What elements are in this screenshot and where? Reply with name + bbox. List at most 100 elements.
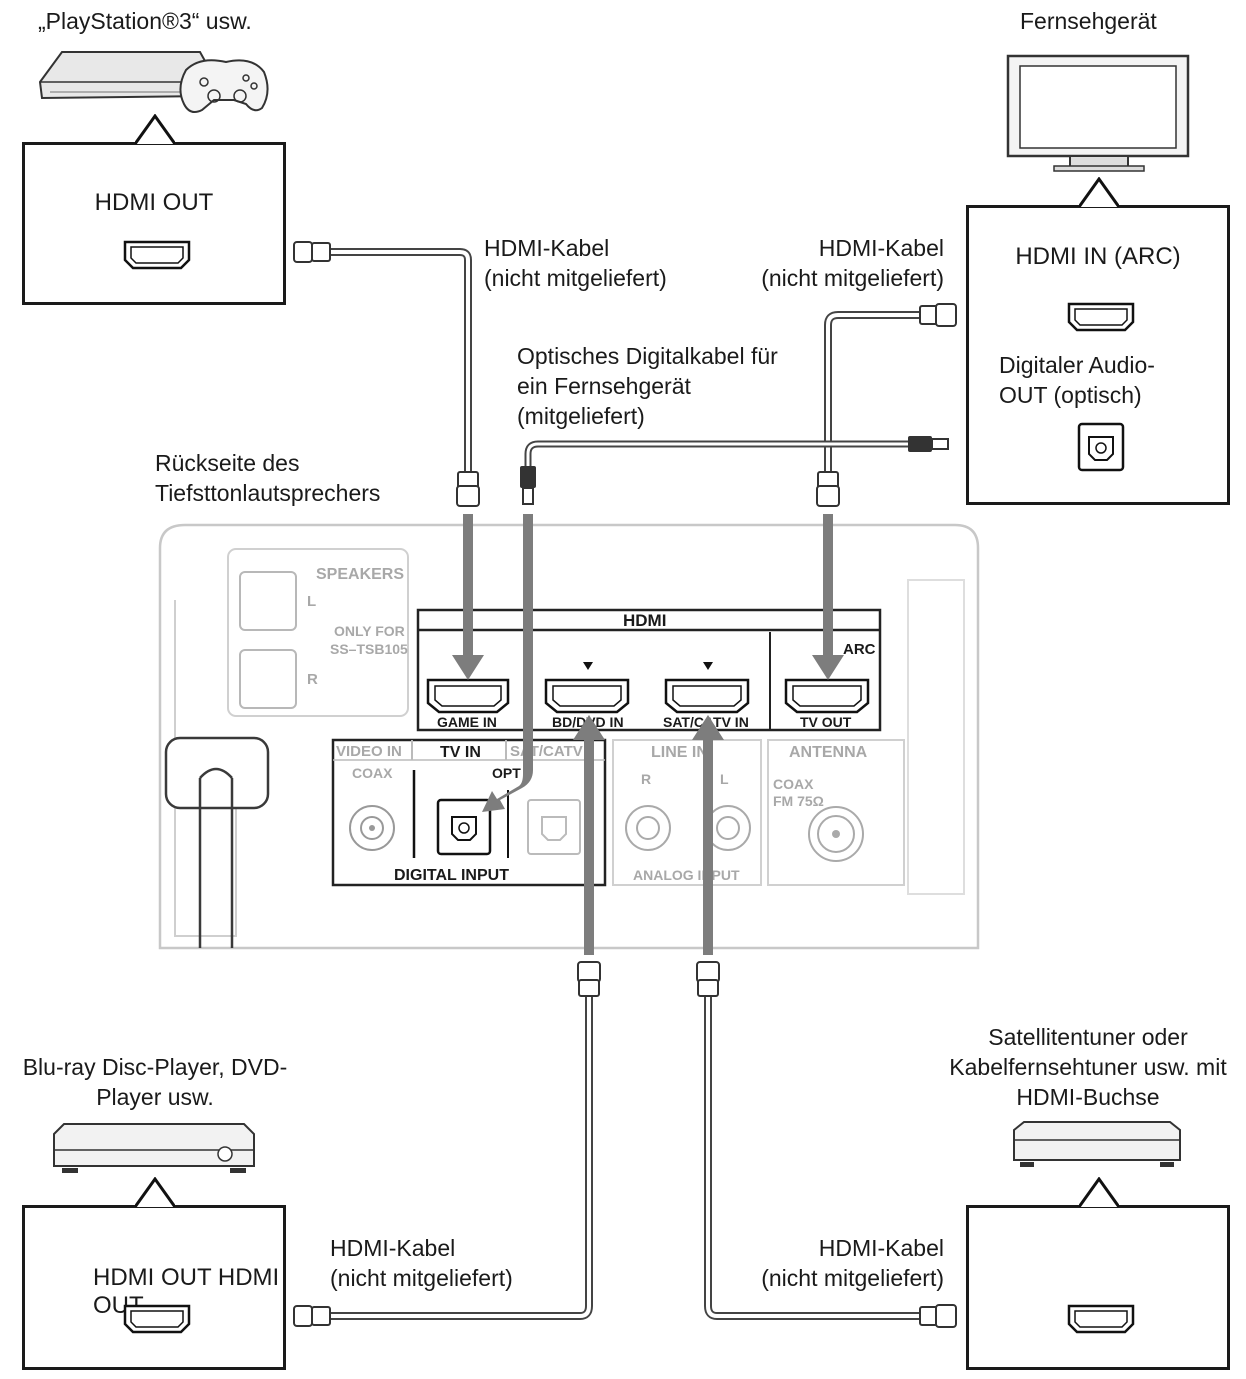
bluray-player-icon bbox=[53, 1123, 255, 1173]
speaker-terminal-r bbox=[239, 649, 297, 709]
sat-in-marker-icon bbox=[703, 662, 713, 670]
satellite-box bbox=[966, 1205, 1230, 1370]
bluray-box: HDMI OUT HDMI OUT bbox=[22, 1205, 286, 1370]
hdmi-port-game-in bbox=[426, 678, 510, 714]
hdmi-port-tv-out bbox=[784, 678, 870, 714]
hdmi-cable-tv-line2: (nicht mitgeliefert) bbox=[761, 265, 944, 291]
digital-input-text: DIGITAL INPUT bbox=[394, 867, 509, 884]
arc-text: ARC bbox=[843, 641, 876, 658]
hdmi-cable-bd-line1: HDMI-Kabel bbox=[330, 1235, 456, 1261]
satellite-tuner-icon bbox=[1013, 1121, 1181, 1167]
arrow-sat-in bbox=[692, 715, 724, 955]
hdmi-block-title: HDMI bbox=[623, 611, 666, 630]
sat-catv-text: SAT/CATV bbox=[510, 743, 583, 760]
only-for-text: ONLY FOR bbox=[334, 623, 405, 639]
optical-jack-tv-in bbox=[436, 798, 492, 856]
line-in-r-text: R bbox=[641, 771, 651, 787]
antenna-text: ANTENNA bbox=[789, 744, 868, 761]
subwoofer-rear-panel: SPEAKERS L R ONLY FOR SS–TSB105 HDMI ARC bbox=[158, 523, 980, 950]
coax-text: COAX bbox=[352, 765, 393, 781]
hdmi-port-bd-in bbox=[544, 678, 630, 714]
hdmi-cable-bd-label: HDMI-Kabel (nicht mitgeliefert) bbox=[330, 1233, 513, 1293]
tv-box: HDMI IN (ARC) Digitaler Audio- OUT (opti… bbox=[966, 205, 1230, 505]
hdmi-cable-bd-line2: (nicht mitgeliefert) bbox=[330, 1265, 513, 1291]
tv-icon bbox=[1006, 54, 1190, 172]
tv-optical-label: Digitaler Audio- OUT (optisch) bbox=[999, 350, 1155, 410]
optical-cable-line2: ein Fernsehgerät bbox=[517, 373, 691, 399]
satellite-caption-line2: Kabelfernsehtuner usw. mit bbox=[949, 1054, 1227, 1080]
subwoofer-caption-line1: Rückseite des bbox=[155, 450, 300, 476]
optical-cable-label: Optisches Digitalkabel für ein Fernsehge… bbox=[517, 341, 778, 431]
analog-jack-r bbox=[625, 805, 671, 851]
playstation-icon bbox=[38, 51, 269, 113]
model-text: SS–TSB105 bbox=[330, 641, 408, 657]
hdmi-cable-ps-line2: (nicht mitgeliefert) bbox=[484, 265, 667, 291]
speakers-block bbox=[227, 548, 409, 717]
tv-out-text: TV OUT bbox=[800, 714, 852, 730]
tv-caption: Fernsehgerät bbox=[1020, 8, 1157, 34]
bluray-caption: Blu-ray Disc-Player, DVD- Player usw. bbox=[0, 1052, 310, 1112]
hdmi-cable-ps-line1: HDMI-Kabel bbox=[484, 235, 610, 261]
bluray-pointer bbox=[135, 1177, 175, 1207]
tv-pointer bbox=[1079, 177, 1119, 207]
playstation-pointer bbox=[135, 114, 175, 144]
subwoofer-caption-line2: Tiefsttonlautsprechers bbox=[155, 480, 381, 506]
optical-cable-line3: (mitgeliefert) bbox=[517, 403, 645, 429]
video-in-text: VIDEO IN bbox=[336, 743, 402, 760]
satellite-pointer bbox=[1079, 1177, 1119, 1207]
fm-text: FM 75Ω bbox=[773, 793, 824, 809]
satellite-caption-line3: HDMI-Buchse bbox=[1016, 1084, 1160, 1110]
tv-optical-line1: Digitaler Audio- bbox=[999, 352, 1155, 378]
arrow-tv-out bbox=[812, 514, 844, 680]
hdmi-port-icon bbox=[1067, 302, 1135, 332]
hdmi-cable-sat bbox=[696, 961, 957, 1328]
hdmi-cable-tv-line1: HDMI-Kabel bbox=[818, 235, 944, 261]
arrow-bd-in bbox=[573, 715, 605, 955]
opt-text: OPT bbox=[492, 765, 521, 781]
game-in-text: GAME IN bbox=[437, 714, 497, 730]
hdmi-cable-sat-line1: HDMI-Kabel bbox=[818, 1235, 944, 1261]
optical-cable bbox=[520, 436, 949, 505]
arrow-optical-in bbox=[482, 514, 533, 812]
playstation-box: HDMI OUT bbox=[22, 142, 286, 305]
hdmi-cable-sat-line2: (nicht mitgeliefert) bbox=[761, 1265, 944, 1291]
playstation-port-label: HDMI OUT bbox=[94, 189, 214, 216]
hdmi-cable-tv bbox=[816, 303, 957, 507]
power-cord-holder bbox=[164, 736, 270, 810]
optical-jack-sat bbox=[527, 799, 581, 855]
satellite-caption-line1: Satellitentuner oder bbox=[988, 1024, 1188, 1050]
tv-optical-line2: OUT (optisch) bbox=[999, 382, 1142, 408]
antenna-jack bbox=[808, 806, 864, 862]
line-in-l-text: L bbox=[720, 771, 729, 787]
speaker-l-text: L bbox=[307, 593, 316, 610]
subwoofer-caption: Rückseite des Tiefsttonlautsprechers bbox=[155, 448, 380, 508]
hdmi-cable-ps bbox=[293, 241, 480, 507]
hdmi-port-icon bbox=[1067, 1304, 1135, 1334]
connection-arrows bbox=[452, 514, 844, 955]
speakers-text: SPEAKERS bbox=[316, 566, 404, 583]
playstation-caption: „PlayStation®3“ usw. bbox=[38, 8, 252, 34]
antenna-coax-text: COAX bbox=[773, 776, 814, 792]
coax-jack bbox=[349, 805, 395, 851]
hdmi-port-icon bbox=[123, 1304, 191, 1334]
hdmi-port-sat-in bbox=[664, 678, 750, 714]
speaker-r-text: R bbox=[307, 671, 318, 688]
optical-cable-line1: Optisches Digitalkabel für bbox=[517, 343, 778, 369]
analog-input-text: ANALOG INPUT bbox=[633, 867, 740, 883]
hdmi-port-icon bbox=[123, 240, 191, 270]
hdmi-cable-bd bbox=[293, 961, 601, 1327]
satellite-caption: Satellitentuner oder Kabelfernsehtuner u… bbox=[930, 1022, 1246, 1112]
optical-port-icon bbox=[1077, 422, 1125, 472]
bluray-caption-line2: Player usw. bbox=[96, 1084, 214, 1110]
line-in-text: LINE IN bbox=[651, 744, 708, 761]
tv-in-text: TV IN bbox=[440, 744, 481, 761]
hdmi-cable-tv-label: HDMI-Kabel (nicht mitgeliefert) bbox=[720, 233, 944, 293]
hdmi-cable-sat-label: HDMI-Kabel (nicht mitgeliefert) bbox=[720, 1233, 944, 1293]
hdmi-cable-ps-label: HDMI-Kabel (nicht mitgeliefert) bbox=[484, 233, 667, 293]
arrow-game-in bbox=[452, 514, 484, 680]
speaker-terminal-l bbox=[239, 571, 297, 631]
bluray-caption-line1: Blu-ray Disc-Player, DVD- bbox=[22, 1054, 288, 1080]
bd-in-marker-icon bbox=[583, 662, 593, 670]
tv-port-label: HDMI IN (ARC) bbox=[1015, 243, 1181, 270]
